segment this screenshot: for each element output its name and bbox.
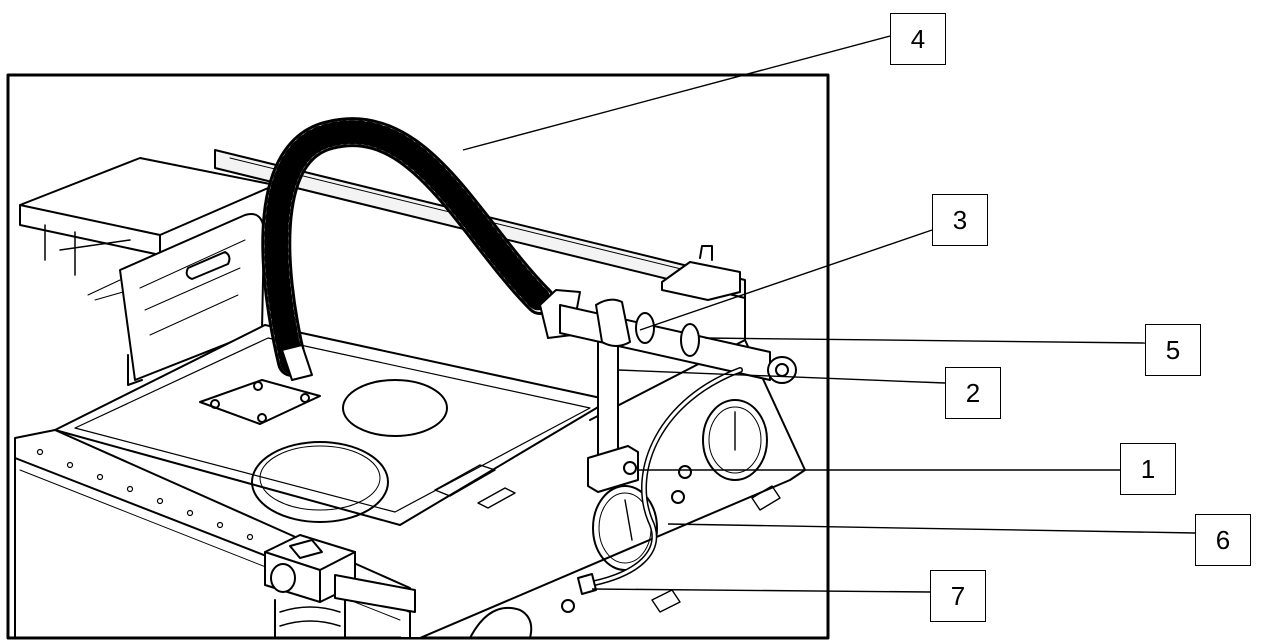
- callout-label: 2: [965, 377, 981, 408]
- hose-base-plate: [199, 379, 321, 425]
- panel-handle: [185, 251, 231, 280]
- leader-line-2: [617, 369, 946, 384]
- tube-fitting: [577, 573, 597, 595]
- leader-line-6: [667, 523, 1196, 534]
- post-clamp-block: [587, 445, 639, 493]
- nozzle-collar: [595, 298, 631, 347]
- callout-label: 4: [910, 23, 926, 54]
- leader-line-5: [704, 337, 1146, 344]
- rail-bracket: [661, 261, 741, 301]
- callout-2: 2: [945, 367, 1001, 419]
- callout-label: 3: [952, 204, 968, 235]
- nozzle-tip: [767, 356, 797, 384]
- callout-label: 5: [1165, 334, 1181, 365]
- callout-1: 1: [1120, 443, 1176, 495]
- table-hole-lower: [251, 441, 389, 523]
- rail-end-stop: [334, 574, 416, 613]
- leader-line-3: [639, 229, 933, 331]
- callout-6: 6: [1195, 514, 1251, 566]
- gauge-upper: [702, 399, 768, 481]
- leader-line-7: [591, 588, 931, 593]
- callout-label: 1: [1140, 453, 1156, 484]
- callout-5: 5: [1145, 324, 1201, 376]
- hose-foot: [281, 344, 313, 381]
- callout-7: 7: [930, 570, 986, 622]
- callout-label: 7: [950, 580, 966, 611]
- leader-line-4: [462, 35, 891, 151]
- gauge-bottom: [469, 606, 533, 639]
- callout-4: 4: [890, 13, 946, 65]
- table-hole-upper: [342, 379, 448, 437]
- callout-label: 6: [1215, 524, 1231, 555]
- callout-3: 3: [932, 194, 988, 246]
